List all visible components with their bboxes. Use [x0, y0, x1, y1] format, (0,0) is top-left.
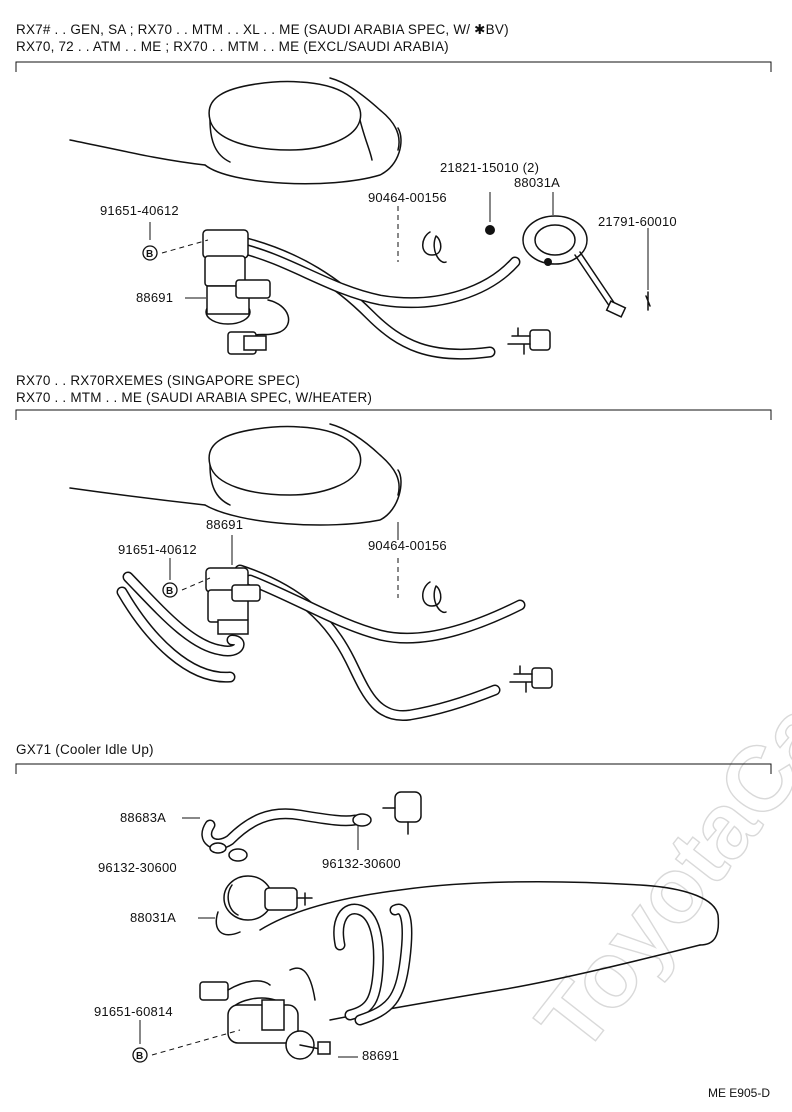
- section1-header-line2: RX70, 72 . . ATM . . ME ; RX70 . . MTM .…: [16, 39, 449, 54]
- screw-1: [485, 225, 495, 235]
- section1-drawing: B: [69, 77, 651, 360]
- clip-left: [209, 842, 227, 854]
- air-cleaner-2: [69, 423, 402, 526]
- actuator-88031a-1: [522, 192, 627, 318]
- section3-drawing: B: [132, 791, 720, 1063]
- hose-clamp-2: [422, 581, 447, 614]
- label-clip-left-3: 96132-30600: [98, 860, 177, 875]
- label-vsv-1: 88691: [136, 290, 174, 305]
- label-actuator-3: 88031A: [130, 910, 177, 925]
- section2-header-line1: RX70 . . RX70RXEMES (SINGAPORE SPEC): [16, 373, 301, 388]
- actuator-88031a-3: [198, 875, 313, 936]
- bolt-mark-3: [132, 1047, 148, 1063]
- bolt-mark-text-1: B: [146, 249, 153, 260]
- bolt-mark-2: [162, 582, 178, 598]
- vsv-88691-1: [202, 229, 290, 355]
- clip-right: [352, 813, 372, 827]
- label-clamp-2: 90464-00156: [368, 538, 447, 553]
- label-bolt-2: 91651-40612: [118, 542, 197, 557]
- link-rod-1: [645, 291, 651, 311]
- vacuum-connector-1: [507, 327, 551, 355]
- hose-clamp-1: [422, 231, 447, 264]
- vacuum-fitting-3: [382, 791, 422, 835]
- vacuum-connector-2: [509, 665, 553, 693]
- section-brackets: [15, 61, 772, 774]
- label-bolt-1: 91651-40612: [100, 203, 179, 218]
- label-screw-1: 21821-15010 (2): [440, 160, 540, 175]
- label-vsv-3: 88691: [362, 1048, 400, 1063]
- section1-header-line1: RX7# . . GEN, SA ; RX70 . . MTM . . XL .…: [16, 22, 509, 37]
- label-vsv-2: 88691: [206, 517, 244, 532]
- vsv-88691-3: [199, 967, 331, 1060]
- section3-header-line1: GX71 (Cooler Idle Up): [16, 742, 154, 757]
- label-bolt-3: 91651-60814: [94, 1004, 173, 1019]
- label-link-1: 21791-60010: [598, 214, 677, 229]
- label-clip-right-3: 96132-30600: [322, 856, 401, 871]
- section2-header-line2: RX70 . . MTM . . ME (SAUDI ARABIA SPEC, …: [16, 390, 373, 405]
- figure-code: ME E905-D: [707, 1086, 770, 1100]
- section2-drawing: B: [69, 423, 553, 722]
- air-cleaner-1: [69, 77, 402, 185]
- bolt-mark-1: [142, 245, 158, 261]
- bolt-mark-text-2: B: [166, 586, 173, 597]
- bolt-mark-text-3: B: [136, 1051, 143, 1062]
- label-actuator-1: 88031A: [514, 175, 561, 190]
- label-hose-3: 88683A: [120, 810, 167, 825]
- label-clamp-1: 90464-00156: [368, 190, 447, 205]
- vsv-88691-2: [205, 567, 261, 635]
- engine-cover-3: [259, 880, 720, 946]
